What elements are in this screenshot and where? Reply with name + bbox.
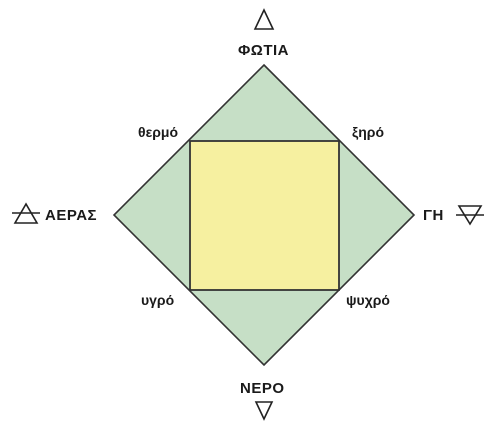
element-label-fire: ΦΩΤΙΑ: [238, 42, 290, 59]
earth-symbol-icon: [456, 205, 484, 226]
element-label-air: ΑΕΡΑΣ: [45, 207, 98, 224]
quality-label-dry: ξηρό: [352, 124, 384, 140]
element-label-earth: ΓΗ: [423, 207, 444, 224]
water-symbol-icon: [254, 401, 274, 421]
qualities-square: [189, 140, 340, 291]
quality-label-hot: θερμό: [138, 124, 178, 140]
quality-label-cold: ψυχρό: [346, 292, 390, 308]
air-symbol-icon: [12, 202, 40, 224]
fire-symbol-icon: [253, 8, 275, 30]
element-label-water: ΝΕΡΟ: [240, 380, 285, 397]
quality-label-wet: υγρό: [141, 292, 175, 308]
